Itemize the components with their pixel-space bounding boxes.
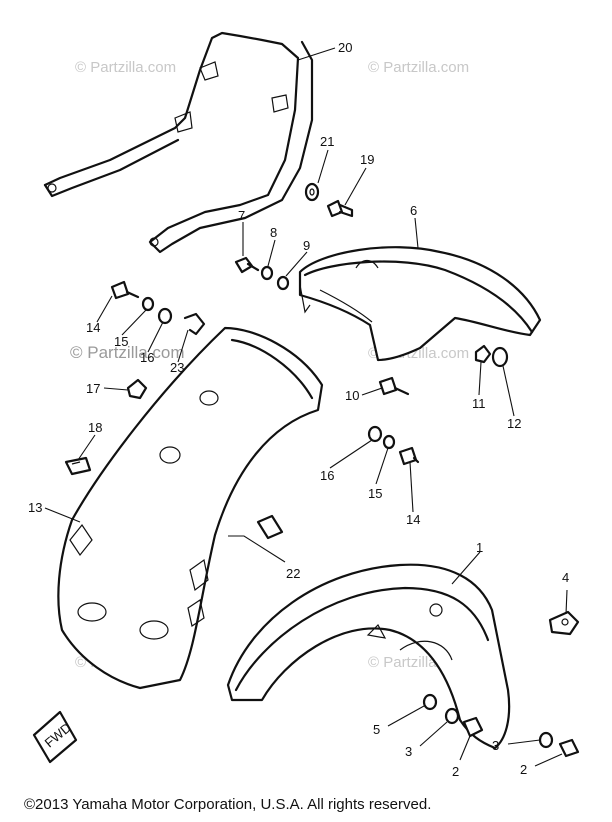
grab-bar[interactable] bbox=[43, 31, 314, 254]
washer-5[interactable] bbox=[422, 693, 438, 711]
washer-15-right[interactable] bbox=[382, 434, 396, 450]
nut-11[interactable] bbox=[474, 344, 492, 364]
watermark-top-left: © Partzilla.com bbox=[75, 59, 176, 76]
reflector-19[interactable] bbox=[256, 514, 284, 540]
callout-22: 21 bbox=[320, 134, 334, 149]
callout-11: 11 bbox=[472, 396, 486, 411]
watermark-top-right: © Partzilla.com bbox=[368, 59, 469, 76]
bolt-10[interactable] bbox=[378, 376, 410, 396]
washer-9[interactable] bbox=[276, 275, 290, 291]
callout-4: 4 bbox=[562, 570, 569, 585]
callout-16-right: 16 bbox=[320, 468, 334, 483]
callout-numbers: 20 21 19 6 7 8 9 10 11 12 14 15 16 23 17… bbox=[28, 40, 569, 779]
copyright-notice: ©2013 Yamaha Motor Corporation, U.S.A. A… bbox=[24, 796, 432, 813]
washer-8[interactable] bbox=[260, 265, 274, 281]
callout-17: 17 bbox=[86, 381, 100, 396]
bolt-7[interactable] bbox=[234, 256, 260, 274]
front-direction-badge: FWD bbox=[32, 710, 78, 764]
callout-14-right: 14 bbox=[406, 512, 420, 527]
bracket-4[interactable] bbox=[548, 610, 580, 636]
callout-15-left: 15 bbox=[114, 334, 128, 349]
callout-2-right: 2 bbox=[520, 762, 527, 777]
callout-12: 12 bbox=[507, 416, 521, 431]
rear-fender-6[interactable] bbox=[298, 246, 542, 362]
washer-22[interactable] bbox=[304, 182, 320, 202]
inner-fender-13[interactable] bbox=[57, 326, 324, 690]
callout-6: 6 bbox=[410, 203, 417, 218]
callout-23: 23 bbox=[170, 360, 184, 375]
leader-lines bbox=[44, 47, 568, 767]
callout-8: 8 bbox=[270, 225, 277, 240]
callout-9: 9 bbox=[303, 238, 310, 253]
callout-5: 5 bbox=[373, 722, 380, 737]
cap-12[interactable] bbox=[491, 346, 509, 368]
clip-23[interactable] bbox=[183, 312, 206, 336]
bolt-2-right[interactable] bbox=[558, 738, 580, 758]
callout-3-left: 3 bbox=[405, 744, 412, 759]
callout-18: 18 bbox=[88, 420, 102, 435]
clamp-18[interactable] bbox=[64, 456, 92, 476]
callout-7: 7 bbox=[238, 208, 245, 223]
bolt-2-left[interactable] bbox=[462, 716, 484, 738]
washer-15-left[interactable] bbox=[141, 296, 155, 312]
callout-19: 22 bbox=[286, 566, 300, 581]
washer-16-right[interactable] bbox=[367, 425, 383, 443]
bolt-21[interactable] bbox=[326, 199, 354, 218]
washer-16-left[interactable] bbox=[157, 307, 173, 325]
callout-20: 20 bbox=[338, 40, 352, 55]
bolt-14-right[interactable] bbox=[398, 446, 420, 466]
bolt-14-left[interactable] bbox=[110, 280, 140, 300]
washer-3-right[interactable] bbox=[538, 731, 554, 749]
callout-2-left: 2 bbox=[452, 764, 459, 779]
grommet-17[interactable] bbox=[126, 378, 148, 400]
callout-10: 10 bbox=[345, 388, 359, 403]
callout-13: 13 bbox=[28, 500, 42, 515]
callout-14-left: 14 bbox=[86, 320, 100, 335]
front-fender-1[interactable] bbox=[226, 563, 511, 750]
callout-3-right: 3 bbox=[492, 738, 499, 753]
watermark-mid-left: © Partzilla.com bbox=[70, 343, 185, 362]
callout-1: 1 bbox=[476, 540, 483, 555]
callout-16-left: 16 bbox=[140, 350, 154, 365]
callout-15-right: 15 bbox=[368, 486, 382, 501]
callout-21: 19 bbox=[360, 152, 374, 167]
washer-3-left[interactable] bbox=[444, 707, 460, 725]
